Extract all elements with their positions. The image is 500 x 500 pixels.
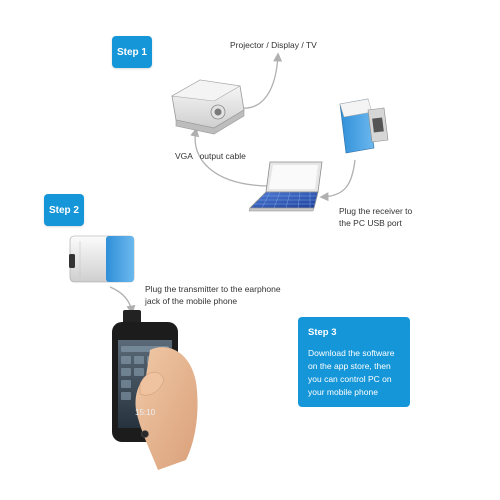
projector-icon bbox=[171, 79, 245, 135]
phone-time: 15:10 bbox=[135, 408, 156, 417]
step3-body-line: on the app store, then bbox=[308, 361, 391, 371]
receiver-caption-line2: the PC USB port bbox=[339, 218, 402, 228]
arrow-vga-cable bbox=[190, 127, 275, 191]
step3-body-line: you can control PC on bbox=[308, 374, 392, 384]
vga-cable-caption: VGA output cable bbox=[175, 151, 246, 161]
arrow-projector-to-display bbox=[240, 52, 283, 109]
step2-badge: Step 2 bbox=[44, 194, 84, 226]
usb-receiver-icon bbox=[339, 98, 389, 154]
transmitter-caption: Plug the transmitter to the earphone jac… bbox=[145, 283, 281, 307]
arrow-transmitter-to-phone bbox=[109, 286, 136, 315]
receiver-caption-line1: Plug the receiver to bbox=[339, 206, 413, 216]
step2-label: Step 2 bbox=[48, 204, 79, 216]
step3-body-line: your mobile phone bbox=[308, 387, 378, 397]
step3-body: Download the software on the app store, … bbox=[308, 347, 400, 399]
phone-in-hand-icon bbox=[112, 310, 198, 470]
step1-label: Step 1 bbox=[116, 46, 147, 58]
projector-caption: Projector / Display / TV bbox=[230, 40, 317, 50]
transmitter-caption-line1: Plug the transmitter to the earphone bbox=[145, 284, 281, 294]
laptop-icon bbox=[248, 161, 323, 212]
step3-title: Step 3 bbox=[308, 327, 337, 338]
arrow-receiver-to-laptop bbox=[319, 159, 356, 202]
receiver-caption: Plug the receiver to the PC USB port bbox=[339, 205, 412, 229]
transmitter-icon bbox=[69, 235, 135, 283]
step1-badge: Step 1 bbox=[112, 36, 152, 68]
step3-box: Step 3 Download the software on the app … bbox=[298, 317, 410, 407]
transmitter-caption-line2: jack of the mobile phone bbox=[145, 296, 238, 306]
step3-body-line: Download the software bbox=[308, 348, 395, 358]
